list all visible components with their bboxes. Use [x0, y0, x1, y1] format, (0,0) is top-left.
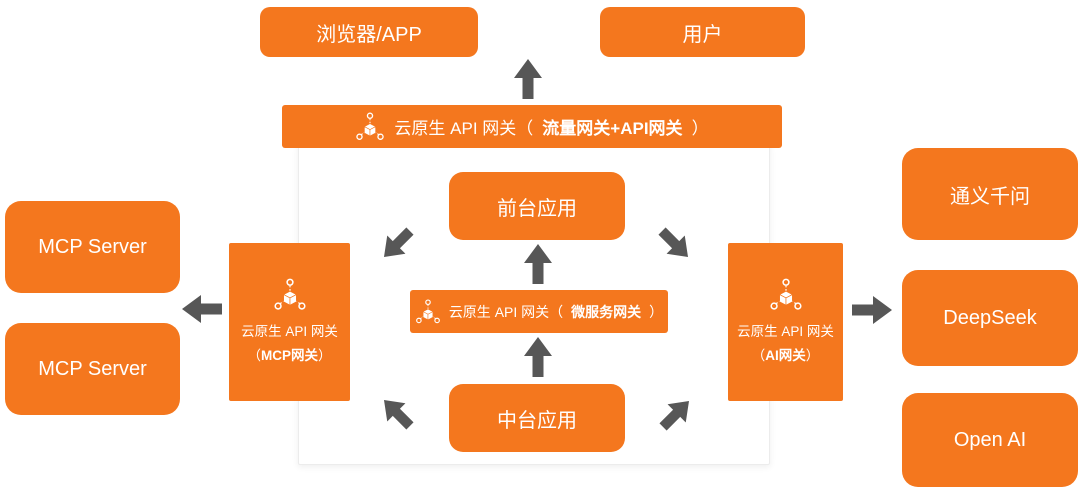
ai-gateway-line2: （AI网关）	[752, 346, 820, 366]
deepseek-label: DeepSeek	[943, 306, 1037, 329]
mcp-server-label-1: MCP Server	[38, 235, 147, 258]
openai-node: Open AI	[902, 393, 1078, 487]
mcp-server-node-1: MCP Server	[5, 201, 180, 293]
microservice-gateway-suffix: ）	[649, 303, 664, 320]
gateway-cube-icon	[273, 278, 307, 312]
ai-gateway-node: 云原生 API 网关 （AI网关）	[728, 243, 843, 401]
midend-app-node: 中台应用	[449, 384, 625, 452]
mcp-gateway-line2-prefix: （	[247, 348, 262, 363]
banner-label-prefix: 云原生 API 网关（	[394, 119, 534, 138]
mcp-server-label-2: MCP Server	[38, 357, 147, 380]
ai-gateway-line1: 云原生 API 网关	[737, 324, 834, 340]
arrow-right-ai-gateway-to-models-icon	[852, 296, 892, 324]
browser-app-node: 浏览器/APP	[260, 7, 478, 57]
arrow-left-mcp-gateway-to-servers-icon	[182, 295, 222, 323]
mcp-gateway-node: 云原生 API 网关 （MCP网关）	[229, 243, 350, 401]
ai-gateway-line2-prefix: （	[751, 348, 766, 363]
user-node: 用户	[600, 7, 805, 57]
arrow-up-gateway-to-frontend-icon	[524, 244, 552, 284]
ai-gateway-line2-bold: AI网关	[765, 348, 806, 363]
microservice-gateway-bold: 微服务网关	[571, 303, 642, 320]
mcp-gateway-line2: （MCP网关）	[248, 346, 332, 366]
microservice-gateway-bar: 云原生 API 网关（ 微服务网关 ）	[410, 290, 668, 333]
openai-label: Open AI	[953, 428, 1027, 451]
midend-app-label: 中台应用	[497, 409, 577, 432]
microservice-gateway-prefix: 云原生 API 网关（	[448, 303, 564, 320]
banner-label-suffix: ）	[691, 119, 709, 138]
gateway-cube-icon	[769, 278, 803, 312]
gateway-cube-icon	[355, 112, 385, 142]
gateway-cube-icon	[415, 299, 441, 325]
tongyi-qianwen-node: 通义千问	[902, 148, 1078, 240]
tongyi-qianwen-label: 通义千问	[950, 185, 1030, 208]
mcp-server-node-2: MCP Server	[5, 323, 180, 415]
traffic-gateway-banner: 云原生 API 网关（ 流量网关+API网关 ）	[282, 105, 782, 148]
arrow-up-midend-to-gateway-icon	[524, 337, 552, 377]
mcp-gateway-line2-bold: MCP网关	[261, 348, 318, 363]
banner-label-bold: 流量网关+API网关	[542, 119, 683, 138]
browser-app-label: 浏览器/APP	[316, 23, 422, 46]
arrow-up-banner-to-top-icon	[514, 59, 542, 99]
mcp-gateway-line1: 云原生 API 网关	[241, 324, 338, 340]
frontend-app-label: 前台应用	[497, 197, 577, 220]
user-label: 用户	[682, 23, 723, 46]
frontend-app-node: 前台应用	[449, 172, 625, 240]
ai-gateway-line2-suffix: ）	[805, 348, 820, 363]
mcp-gateway-line2-suffix: ）	[318, 348, 332, 363]
deepseek-node: DeepSeek	[902, 270, 1078, 366]
